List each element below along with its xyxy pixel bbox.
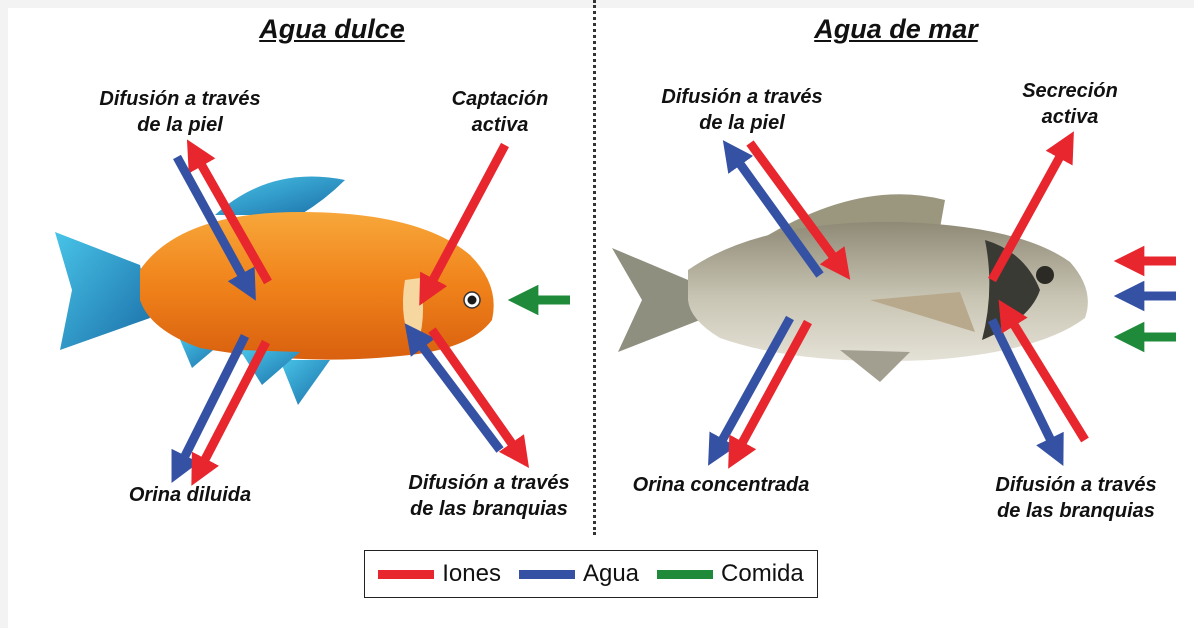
ion-diffusion-skin-in-arrow <box>746 140 851 280</box>
freshwater-urine-label: Orina diluida <box>128 484 252 506</box>
water-diffusion-skin-out-arrow <box>722 140 824 278</box>
legend-item-water: Agua <box>518 560 640 588</box>
water-urine-arrow <box>708 315 794 466</box>
freshwater-active-uptake-label: Captación activa <box>451 88 549 136</box>
water-diffusion-skin-in-arrow <box>173 154 256 301</box>
seawater-title: Agua de mar <box>814 14 978 44</box>
ion-urine-arrow <box>191 339 270 486</box>
seawater-active-secretion-label: Secreción activa <box>1022 80 1118 128</box>
freshwater-arrows <box>171 139 570 486</box>
bream-illustration <box>612 194 1088 382</box>
legend-label-ions: Iones <box>442 560 501 587</box>
water-swatch <box>518 569 575 579</box>
ion-urine-arrow <box>728 319 812 469</box>
ion-diffusion-skin-out-arrow <box>186 139 272 285</box>
ions-swatch <box>378 569 435 579</box>
water-gill-out-arrow <box>987 318 1064 466</box>
seawater-gill-diffusion-label: Difusión a través de las branquias <box>995 474 1157 522</box>
food-swatch <box>657 569 714 579</box>
legend-label-water: Agua <box>582 560 640 587</box>
seawater-urine-label: Orina concentrada <box>632 474 810 496</box>
seawater-arrows <box>708 131 1176 469</box>
freshwater-gill-diffusion-label: Difusión a través de las branquias <box>408 472 570 520</box>
legend-item-ions: Iones <box>378 560 501 588</box>
ion-active-secretion-arrow <box>988 131 1074 283</box>
water-urine-arrow <box>171 333 250 483</box>
water-gill-in-arrow <box>404 323 504 453</box>
legend: Iones Agua Comida <box>364 550 818 598</box>
ion-gill-in-arrow <box>998 299 1089 443</box>
legend-item-food: Comida <box>657 560 804 588</box>
freshwater-skin-diffusion-label: Difusión a través de la piel <box>99 88 261 136</box>
freshwater-title: Agua dulce <box>259 14 405 44</box>
panel-divider <box>593 0 596 535</box>
legend-label-food: Comida <box>721 560 804 587</box>
seawater-skin-diffusion-label: Difusión a través de la piel <box>661 86 823 134</box>
ion-active-uptake-arrow <box>419 142 509 306</box>
ion-gill-out-arrow <box>428 327 530 469</box>
